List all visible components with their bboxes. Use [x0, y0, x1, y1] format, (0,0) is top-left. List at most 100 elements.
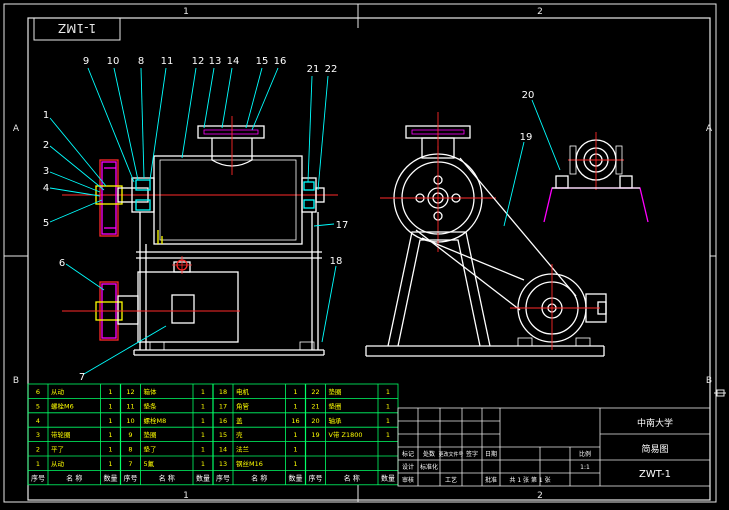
bom-item-qty: 1 [201, 460, 205, 468]
bom-item-name: 带轮圈 [51, 430, 71, 439]
bom-item-number: 5 [36, 402, 40, 410]
tb-mark-4: 签字 [466, 450, 478, 458]
bom-item-name: 平了 [51, 446, 64, 454]
bom-item-name: 垫圈 [329, 401, 342, 410]
callout-22: 22 [325, 64, 338, 75]
tb-mark-5: 日期 [485, 450, 497, 458]
bom-item-qty: 1 [386, 431, 390, 439]
bom-item-qty: 1 [201, 446, 205, 454]
bom-item-qty: 1 [108, 431, 112, 439]
right-callout-labels: 20 19 [520, 90, 535, 143]
bom-item-name: 轴承 [329, 416, 343, 425]
bom-item-qty: 1 [201, 402, 205, 410]
bom-item-name: 螺栓M8 [144, 416, 167, 425]
school-name: 中南大学 [637, 417, 673, 429]
title-block [397, 407, 711, 487]
bom-item-qty: 1 [293, 431, 297, 439]
zone-top-2: 2 [537, 7, 543, 17]
callout-7: 7 [79, 372, 85, 383]
callout-16: 16 [274, 56, 287, 67]
callout-5: 5 [43, 218, 49, 229]
bom-item-qty: 1 [293, 402, 297, 410]
bom-item-number: 12 [126, 388, 134, 396]
zone-bottom-1: 1 [183, 491, 189, 501]
drawing-frame [3, 3, 726, 503]
zone-left-b: B [13, 376, 19, 386]
bom-item-number: 18 [219, 388, 227, 396]
bom-item-qty: 1 [108, 388, 112, 396]
right-callout-leaders [503, 99, 561, 227]
tb-scale-label: 比例 [579, 450, 591, 458]
bom-item-name: 角管 [236, 401, 250, 410]
bom-item-name: 垫了 [144, 445, 157, 454]
tb-standard: 标准化 [420, 463, 438, 471]
bom-header: 数量 [104, 473, 118, 482]
callout-12: 12 [192, 56, 205, 67]
callout-11: 11 [161, 56, 174, 67]
left-callout-labels: 1 2 3 4 5 6 7 9 10 8 11 12 13 14 15 16 2… [43, 56, 349, 383]
bom-item-name: 壳 [236, 430, 243, 439]
tb-approve: 批准 [485, 476, 497, 484]
callout-6: 6 [59, 258, 65, 269]
bom-item-number: 21 [311, 402, 319, 410]
bom-item-qty: 1 [201, 388, 205, 396]
zone-right-b: B [706, 376, 712, 386]
bom-item-number: 8 [128, 446, 132, 454]
bom-item-number: 19 [311, 431, 319, 439]
bom-item-qty: 1 [293, 446, 297, 454]
bom-item-number: 22 [311, 388, 319, 396]
bom-item-name: 垫圈 [329, 387, 342, 396]
zone-labels: 1 2 1 2 A B A B [13, 7, 713, 501]
bom-header: 名 称 [66, 473, 82, 482]
bom-item-qty: 1 [293, 388, 297, 396]
bom-header: 数量 [289, 473, 303, 482]
bom-item-number: 7 [128, 460, 132, 468]
callout-13: 13 [209, 56, 222, 67]
zone-bottom-2: 2 [537, 491, 543, 501]
callout-19: 19 [520, 132, 533, 143]
bom-item-name: 5氟 [144, 459, 155, 468]
tb-design: 设计 [402, 463, 414, 471]
zone-left-a: A [13, 124, 20, 134]
bom-item-qty: 1 [108, 417, 112, 425]
left-view [62, 116, 338, 356]
bom-item-qty: 1 [108, 460, 112, 468]
bom-item-qty: 1 [386, 388, 390, 396]
bom-header: 名 称 [344, 473, 360, 482]
bom-item-name: 垫条 [144, 401, 158, 410]
callout-14: 14 [227, 56, 240, 67]
callout-21: 21 [307, 64, 320, 75]
zone-right-a: A [706, 124, 713, 134]
callout-15: 15 [256, 56, 269, 67]
bom-item-name: 从动 [51, 388, 65, 396]
bom-item-qty: 1 [201, 417, 205, 425]
zone-top-1: 1 [183, 7, 189, 17]
bom-header: 序号 [309, 473, 323, 482]
tb-process: 工艺 [445, 476, 457, 484]
bom-item-number: 1 [36, 460, 40, 468]
callout-8: 8 [138, 56, 144, 67]
rotated-code: 1-1MZ [58, 21, 96, 35]
rotated-code-box: 1-1MZ [33, 17, 121, 41]
callout-1: 1 [43, 110, 49, 121]
tb-mark-1: 标记 [402, 450, 414, 458]
bom-item-name: 钢丝M16 [236, 459, 263, 468]
callout-2: 2 [43, 140, 49, 151]
title-block-text: 中南大学 简易图 ZWT-1 标记 处数 更改文件号 签字 日期 设计 标准化 … [402, 417, 673, 484]
tb-review: 审核 [402, 476, 414, 484]
bom-item-name: 盖 [236, 416, 243, 425]
bom-item-qty: 1 [108, 446, 112, 454]
bom-item-number: 11 [126, 402, 134, 410]
bom-header: 序号 [31, 473, 45, 482]
bom-item-name: 螺栓M6 [51, 401, 74, 410]
bom-item-number: 6 [36, 388, 40, 396]
bom-header: 名 称 [159, 473, 175, 482]
bom-item-number: 14 [219, 446, 227, 454]
bom-item-number: 2 [36, 446, 40, 454]
bom-item-name: V带 Z1800 [329, 431, 363, 439]
bom-item-number: 10 [126, 417, 134, 425]
callout-3: 3 [43, 166, 49, 177]
tb-mark-3: 更改文件号 [438, 451, 463, 458]
bom-item-qty: 1 [108, 402, 112, 410]
